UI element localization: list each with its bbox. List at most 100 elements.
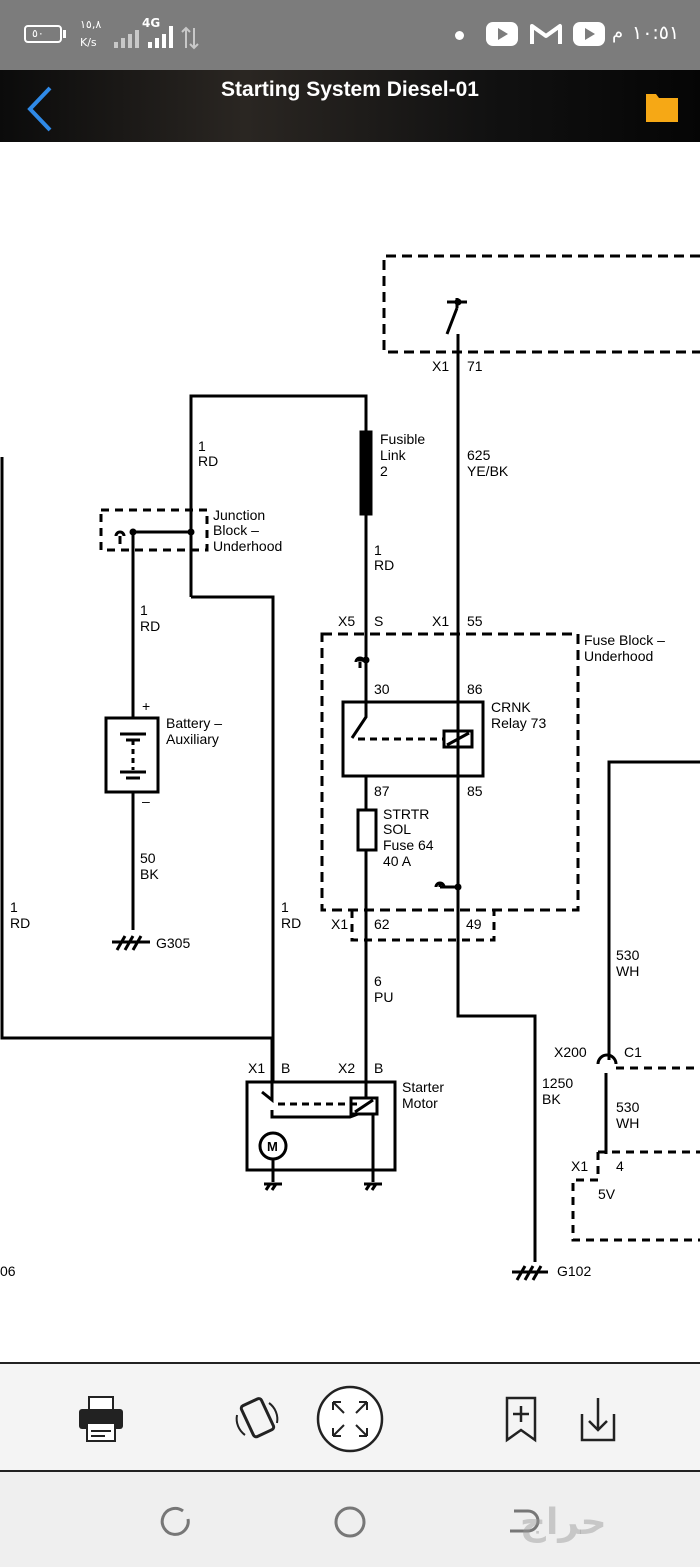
battery-label-2: Auxiliary <box>166 731 219 747</box>
wire-label: 1250 <box>542 1075 573 1091</box>
wire-label: 6 <box>374 973 382 989</box>
wire-label: WH <box>616 1115 639 1131</box>
home-circle-icon <box>334 1506 366 1538</box>
bottom-toolbar <box>0 1362 700 1472</box>
gmail-icon <box>530 24 562 44</box>
youtube-icon <box>486 22 518 46</box>
junction-block-label-1: Junction <box>213 507 265 523</box>
download-icon <box>580 1398 616 1442</box>
back-button[interactable] <box>500 1502 540 1542</box>
network-type: 4G <box>142 16 161 30</box>
fuse-label-3: Fuse 64 <box>383 837 434 853</box>
back-arrow-icon[interactable] <box>22 84 56 134</box>
page-title: Starting System Diesel-01 <box>221 78 479 101</box>
connector-label: X1 <box>432 613 449 629</box>
status-bar: ٥٠ ١٥,٨ K/s 4G م ١٠:٥١ <box>0 0 700 70</box>
fit-screen-button[interactable] <box>315 1384 385 1454</box>
connector-label: C1 <box>624 1044 642 1060</box>
pin-label: 85 <box>467 783 483 799</box>
wire-label: WH <box>616 963 639 979</box>
battery-level: ٥٠ <box>32 27 44 40</box>
pin-label: 30 <box>374 681 390 697</box>
fuse-block-label-1: Fuse Block – <box>584 632 665 648</box>
rotate-icon <box>235 1397 279 1439</box>
wire-label: YE/BK <box>467 463 509 479</box>
wire-label: 530 <box>616 947 640 963</box>
pin-label: 4 <box>616 1158 624 1174</box>
connector-label: X1 <box>571 1158 588 1174</box>
wire-label: 1 <box>198 438 206 454</box>
back-nav-icon <box>510 1509 540 1533</box>
relay-label-2: Relay 73 <box>491 715 546 731</box>
wire-label: 1 <box>374 542 382 558</box>
wire-label: BK <box>140 866 159 882</box>
pin-label: 86 <box>467 681 483 697</box>
pin-label: 49 <box>466 916 482 932</box>
ground-label: G305 <box>156 935 190 951</box>
wire-label: RD <box>10 915 30 931</box>
recent-apps-icon <box>160 1506 190 1536</box>
pin-label: 71 <box>467 358 483 374</box>
app-bar: Starting System Diesel-01 <box>0 70 700 142</box>
junction-block-label-3: Underhood <box>213 538 282 554</box>
wire-label: RD <box>140 618 160 634</box>
connector-label: X5 <box>338 613 355 629</box>
battery-icon: ٥٠ <box>24 25 62 43</box>
home-button[interactable] <box>330 1502 370 1542</box>
notification-dot-icon <box>455 31 464 40</box>
pin-label: B <box>281 1060 290 1076</box>
wire-label: 1 <box>140 602 148 618</box>
print-button[interactable] <box>66 1384 136 1454</box>
recent-apps-button[interactable] <box>156 1502 196 1542</box>
wire-label: RD <box>281 915 301 931</box>
add-bookmark-button[interactable] <box>486 1384 556 1454</box>
battery-minus: – <box>142 793 150 809</box>
wire-label: 1 <box>10 899 18 915</box>
pin-label: B <box>374 1060 383 1076</box>
starter-label-2: Motor <box>402 1095 438 1111</box>
schematic-svg: Fusible Link 2 Junction Block – Underhoo… <box>0 254 700 1281</box>
bookmark-add-icon <box>505 1396 537 1443</box>
fuse-block-label-2: Underhood <box>584 648 653 664</box>
fuse-label-4: 40 A <box>383 853 412 869</box>
folder-icon[interactable] <box>644 88 680 124</box>
junction-block-label-2: Block – <box>213 522 259 538</box>
signal-icon <box>114 26 199 50</box>
network-speed: ١٥,٨ <box>80 18 102 31</box>
wire-label: BK <box>542 1091 561 1107</box>
clock-ampm: م <box>612 22 624 43</box>
fuse-label-2: SOL <box>383 821 411 837</box>
pin-label: 55 <box>467 613 483 629</box>
wire-label: 625 <box>467 447 491 463</box>
system-nav-bar: حراج <box>0 1472 700 1567</box>
starter-label-1: Starter <box>402 1079 444 1095</box>
clock-time: ١٠:٥١ <box>632 22 680 44</box>
wire-label: 530 <box>616 1099 640 1115</box>
fusible-link-label-1: Fusible <box>380 431 425 447</box>
motor-symbol: M <box>267 1139 278 1154</box>
pin-label: 62 <box>374 916 390 932</box>
wire-label: PU <box>374 989 393 1005</box>
fusible-link-label-3: 2 <box>380 463 388 479</box>
pin-label: 87 <box>374 783 390 799</box>
wiring-diagram[interactable]: Fusible Link 2 Junction Block – Underhoo… <box>0 142 700 1362</box>
fuse-label-1: STRTR <box>383 806 429 822</box>
connector-label: X200 <box>554 1044 587 1060</box>
wire-label: RD <box>374 557 394 573</box>
fit-screen-icon <box>316 1385 384 1453</box>
network-speed-unit: K/s <box>80 36 97 49</box>
youtube-icon-2 <box>573 22 605 46</box>
wire-label: RD <box>198 453 218 469</box>
connector-label: X1 <box>432 358 449 374</box>
relay-label-1: CRNK <box>491 699 531 715</box>
download-button[interactable] <box>563 1384 633 1454</box>
ground-label: G102 <box>557 1263 591 1279</box>
wire-label: 50 <box>140 850 156 866</box>
connector-label: X2 <box>338 1060 355 1076</box>
rotate-button[interactable] <box>222 1384 292 1454</box>
connector-label: X1 <box>331 916 348 932</box>
voltage-label: 5V <box>598 1186 616 1202</box>
battery-label-1: Battery – <box>166 715 222 731</box>
pin-label: S <box>374 613 383 629</box>
watermark: حراج <box>520 1502 607 1543</box>
